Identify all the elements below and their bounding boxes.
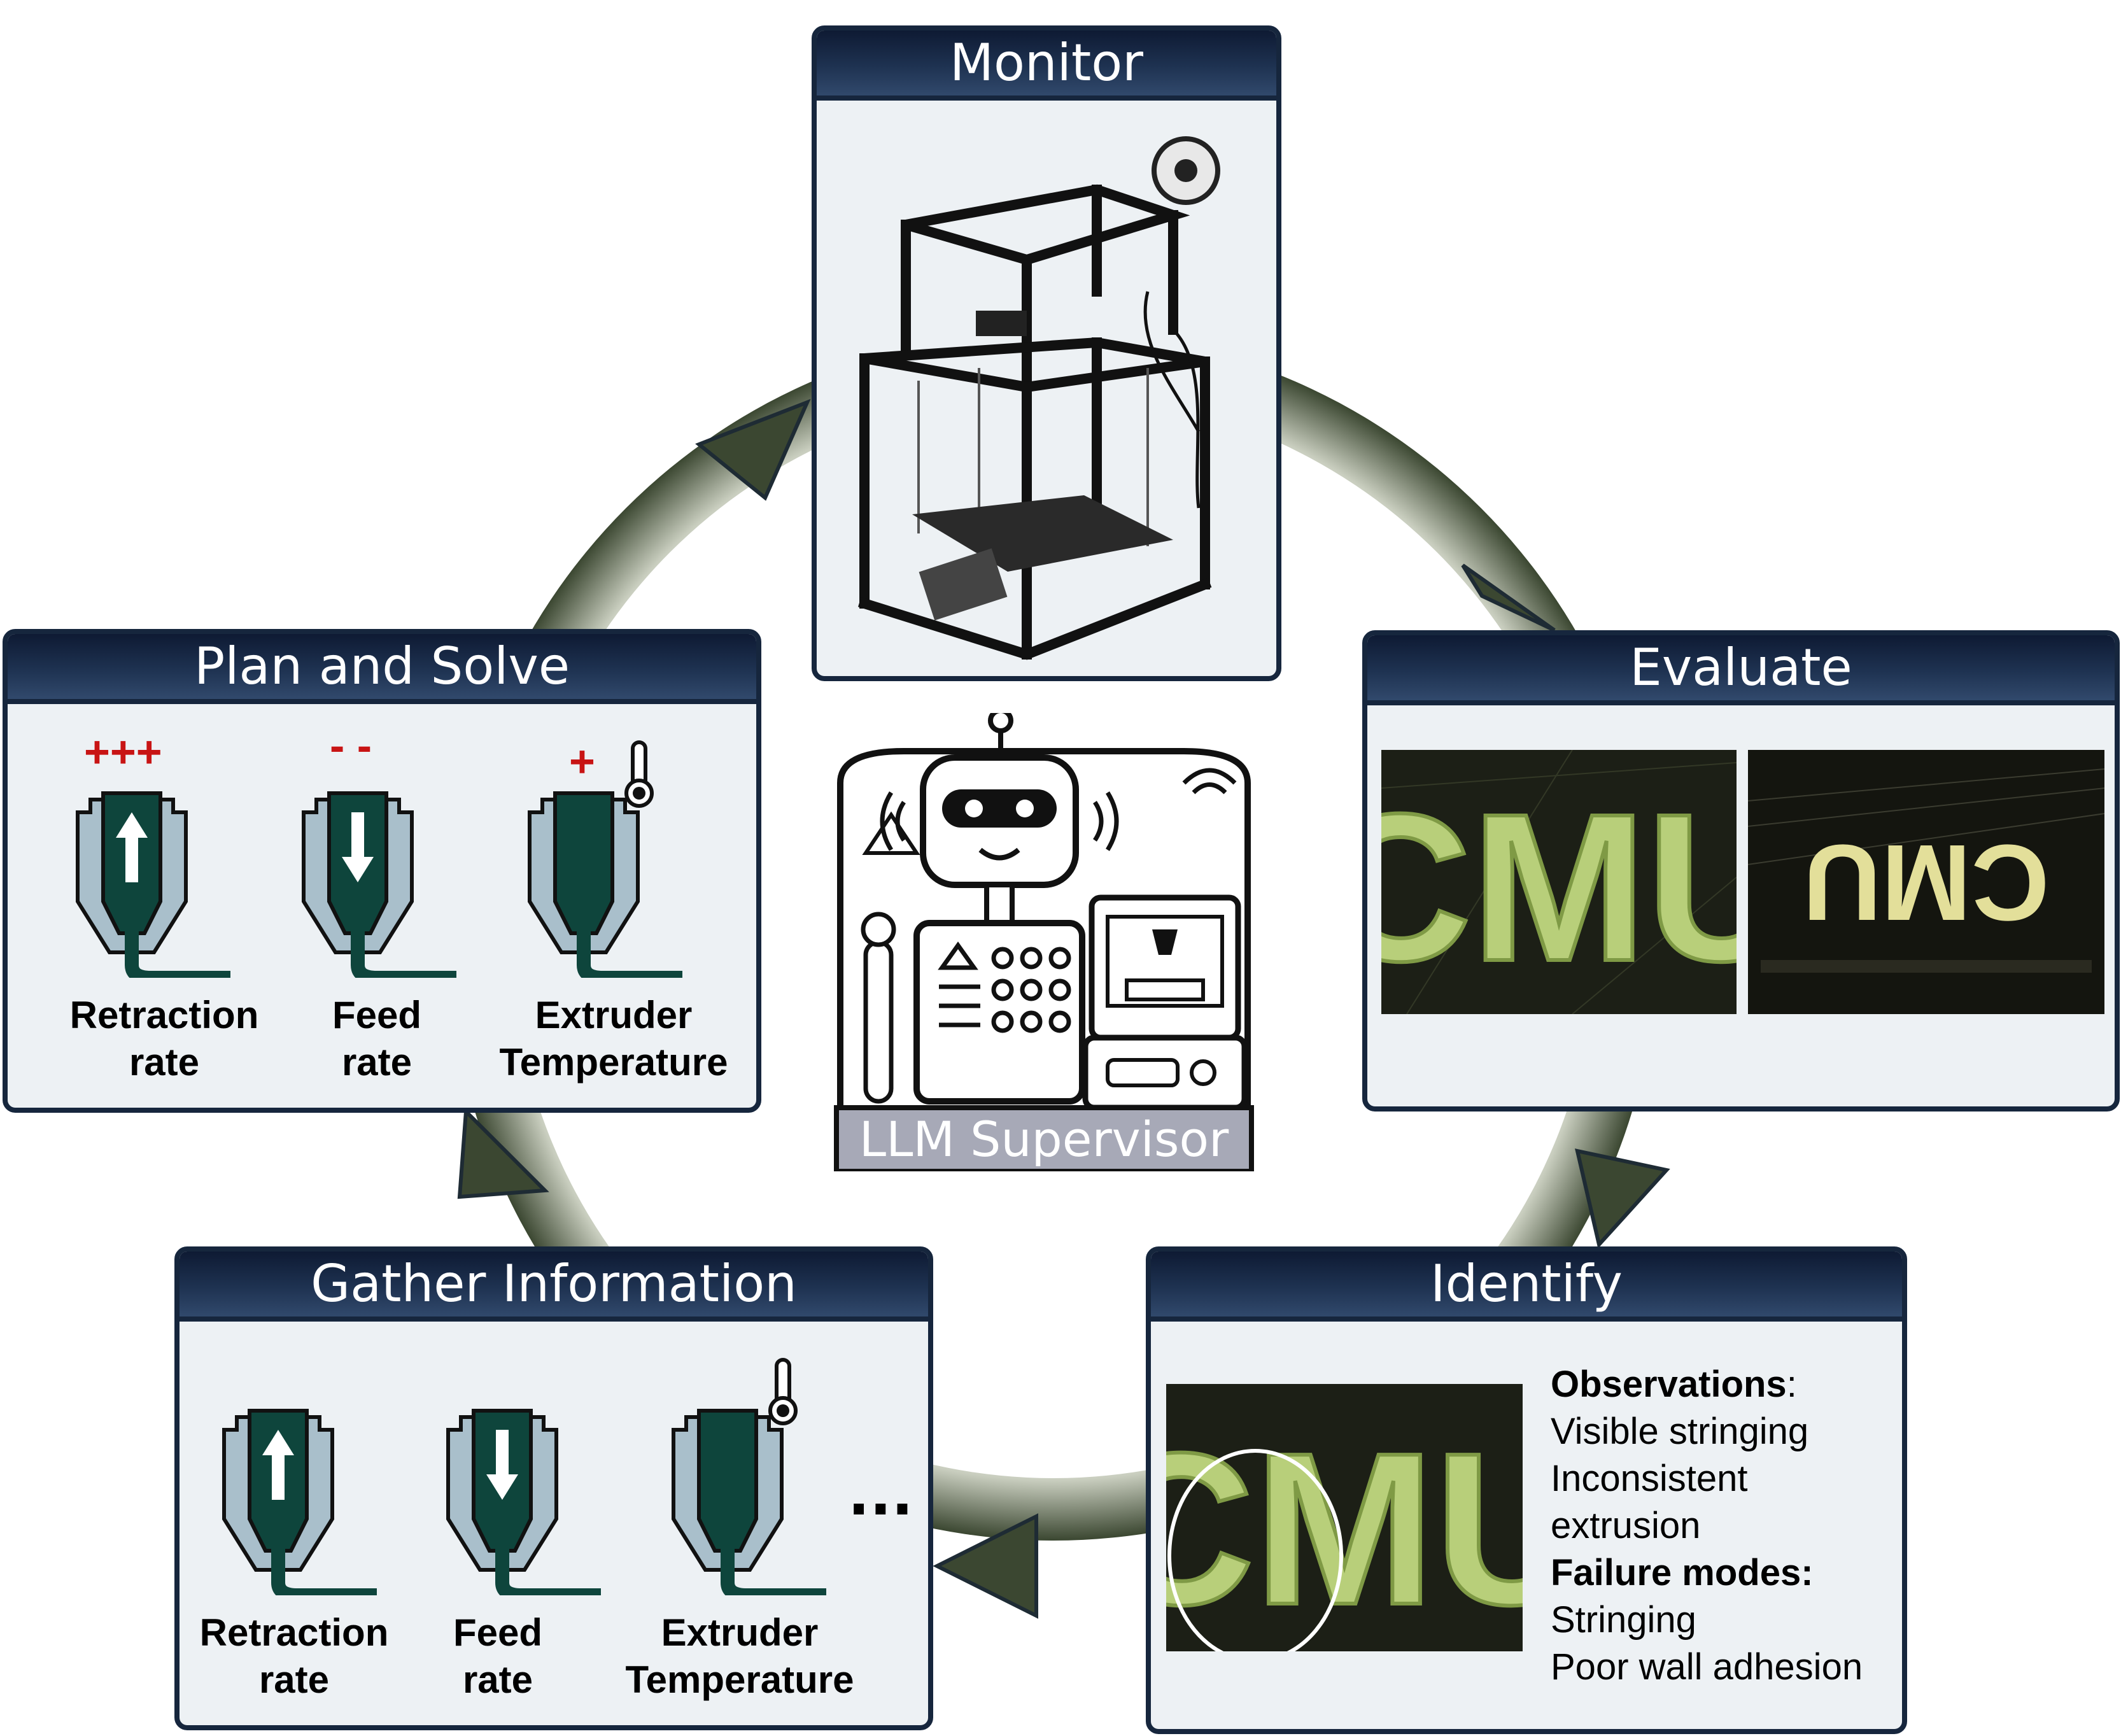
feed-nozzle-icon <box>302 791 456 978</box>
temperature-nozzle-icon <box>528 740 682 978</box>
failure-modes-heading: Failure modes: <box>1551 1552 1814 1593</box>
robot-supervisor-icon <box>834 708 1254 1174</box>
arrow-to-evaluate <box>1461 563 1556 632</box>
temperature-nozzle-icon <box>672 1358 826 1595</box>
retraction-increase-sign: +++ <box>84 727 162 777</box>
llm-supervisor-badge: LLM Supervisor <box>828 708 1260 1174</box>
arrow-to-monitor <box>695 399 811 501</box>
gather-title: Gather Information <box>180 1252 928 1322</box>
evaluate-panel: Evaluate CMU CMU <box>1362 630 2120 1111</box>
feed-decrease-sign: - - <box>330 721 372 770</box>
feed-nozzle-icon <box>446 1409 601 1595</box>
arrow-to-identify <box>1575 1148 1670 1249</box>
monitor-title: Monitor <box>817 31 1276 101</box>
observation-2: Inconsistent <box>1551 1458 1748 1499</box>
arrow-to-plan <box>457 1107 549 1199</box>
identify-panel: Identify CMU Observations: Visible strin… <box>1146 1246 1907 1734</box>
retraction-nozzle-icon <box>222 1409 377 1595</box>
cmu-text-top: CMU <box>1381 770 1737 1005</box>
arrow-to-gather <box>933 1513 1038 1619</box>
cmu-print-top-photo: CMU <box>1381 750 1737 1014</box>
cmu-text-side: CMU <box>1803 822 2049 943</box>
cmu-print-side-photo: CMU <box>1748 750 2104 1014</box>
thermometer-icon <box>624 740 654 808</box>
evaluate-title: Evaluate <box>1367 635 2115 705</box>
monitor-panel: Monitor <box>812 25 1281 681</box>
cmu-failure-photo: CMU <box>1166 1384 1523 1651</box>
identify-title: Identify <box>1151 1252 1902 1322</box>
retraction-nozzle-icon <box>76 791 230 978</box>
observations-heading: Observations <box>1551 1364 1787 1405</box>
observation-1: Visible stringing <box>1551 1411 1809 1452</box>
llm-supervisor-label: LLM Supervisor <box>859 1111 1229 1168</box>
failure-mode-2: Poor wall adhesion <box>1551 1646 1863 1688</box>
observation-3: extrusion <box>1551 1505 1701 1546</box>
thermometer-icon <box>768 1358 798 1425</box>
identify-text: Observations: Visible stringing Inconsis… <box>1551 1361 1902 1691</box>
failure-mode-1: Stringing <box>1551 1599 1696 1641</box>
cmu-text-failure: CMU <box>1166 1408 1523 1650</box>
3d-printer-photo <box>857 136 1220 660</box>
temperature-increase-sign: + <box>569 737 595 786</box>
more-ellipsis: ... <box>848 1462 913 1528</box>
plan-title: Plan and Solve <box>8 634 756 704</box>
failure-highlight-circle <box>1167 1449 1343 1651</box>
